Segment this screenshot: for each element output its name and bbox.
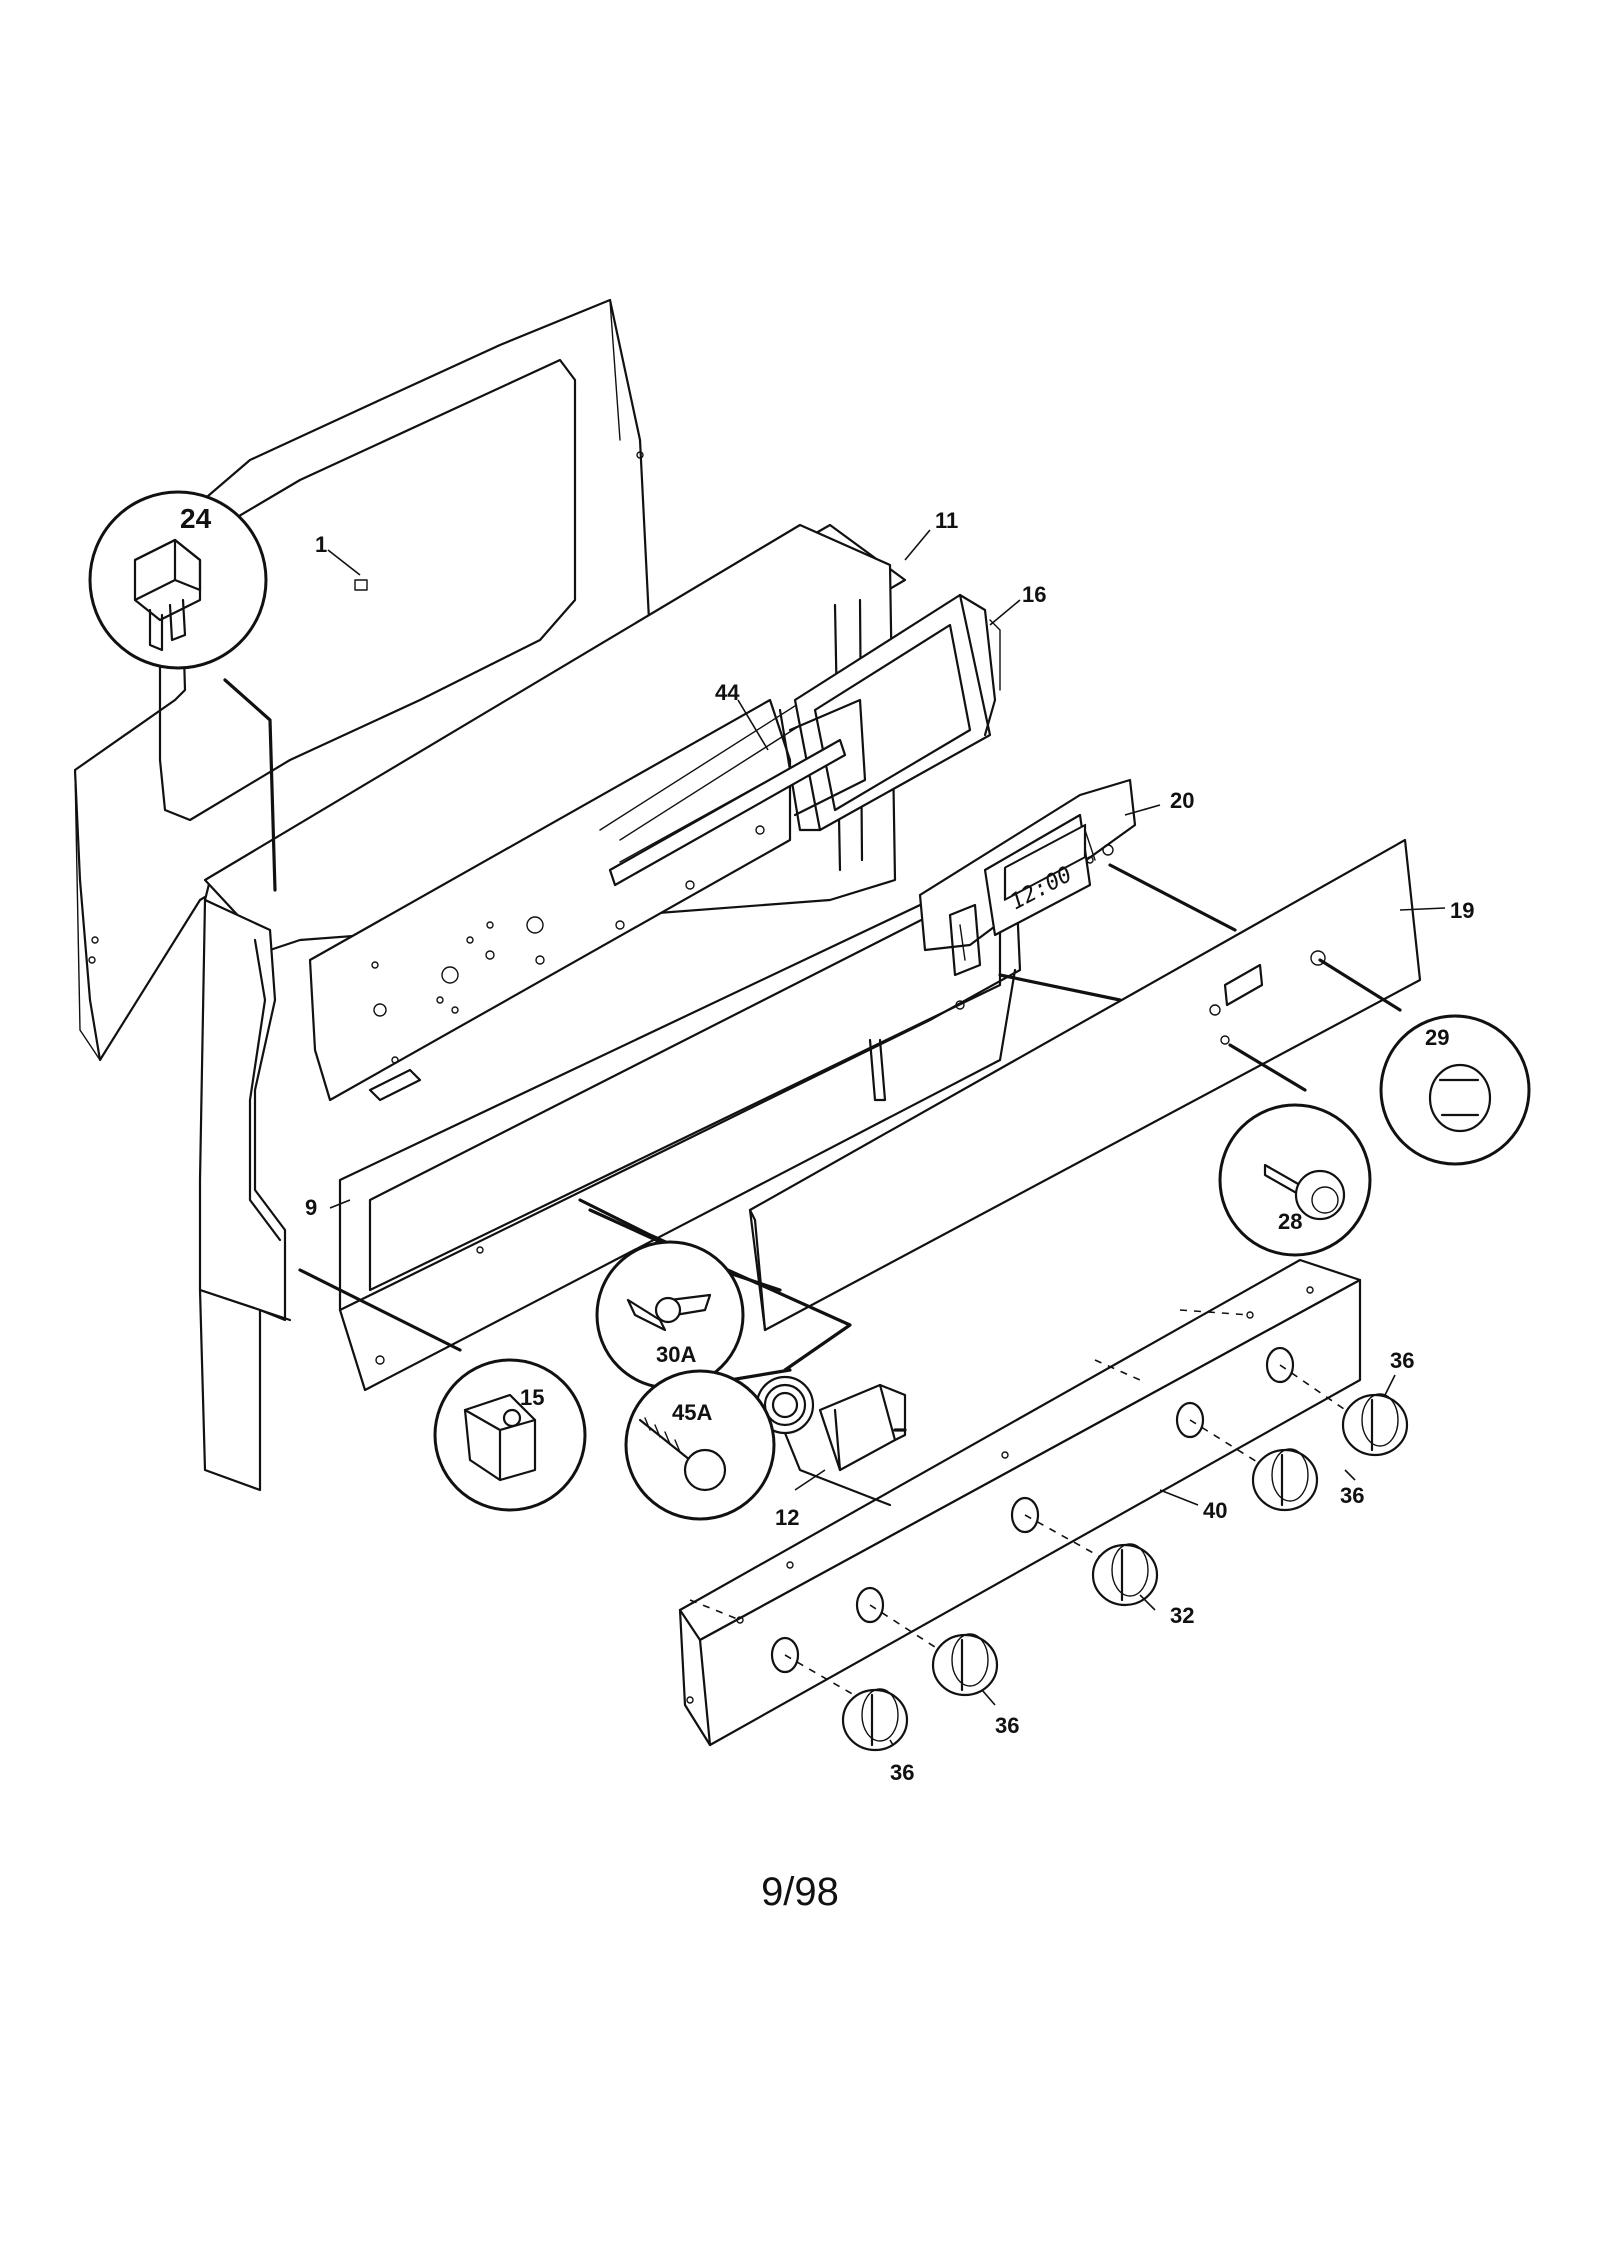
- callout-part-29: [1379, 1014, 1531, 1166]
- console-housing-part-11: [198, 523, 1022, 1492]
- label-part-20: 20: [1170, 788, 1194, 813]
- label-part-36-c: 36: [1340, 1483, 1364, 1508]
- leader-lines: [327, 529, 1446, 1746]
- footer-date: 9/98: [761, 1870, 839, 1914]
- part-labels: 1 24 11 16 44 20 19 29 28 9 30A 15 45A 1…: [180, 503, 1474, 1785]
- label-part-11: 11: [935, 508, 958, 533]
- label-part-30A: 30A: [656, 1342, 696, 1367]
- label-part-9: 9: [305, 1195, 317, 1220]
- callout-part-24: [88, 490, 268, 670]
- label-part-36-a: 36: [890, 1760, 914, 1785]
- label-part-16: 16: [1022, 582, 1046, 607]
- label-part-29: 29: [1425, 1025, 1449, 1050]
- label-part-28: 28: [1278, 1209, 1302, 1234]
- label-part-32: 32: [1170, 1603, 1194, 1628]
- callout-part-30A: [595, 1240, 745, 1390]
- callout-part-45A: [624, 1369, 776, 1521]
- label-part-40: 40: [1203, 1498, 1227, 1523]
- thermostat-part-12: [755, 1375, 907, 1507]
- knob-part-36-b: [931, 1633, 999, 1697]
- callout-part-28: [1218, 1103, 1372, 1257]
- label-part-36-b: 36: [995, 1713, 1019, 1738]
- label-part-45A: 45A: [672, 1400, 712, 1425]
- knob-part-36-a: [841, 1688, 909, 1752]
- knob-panel-part-40: [678, 1258, 1362, 1747]
- label-part-36-d: 36: [1390, 1348, 1414, 1373]
- callout-part-15: [433, 1358, 587, 1512]
- overlay-panel-part-19: [748, 838, 1422, 1332]
- label-part-19: 19: [1450, 898, 1474, 923]
- clock-control-part-20: 12:00: [918, 778, 1137, 977]
- label-part-44: 44: [715, 680, 740, 705]
- trim-strip-part-44: [608, 738, 847, 887]
- label-part-24: 24: [180, 503, 212, 534]
- knob-part-36-d: [1341, 1393, 1409, 1457]
- label-part-1: 1: [315, 532, 327, 557]
- connection-lines: [223, 678, 1402, 1382]
- label-part-15: 15: [520, 1385, 544, 1410]
- label-part-12: 12: [775, 1505, 799, 1530]
- knob-part-36-c: [1251, 1448, 1319, 1512]
- knob-part-32: [1091, 1543, 1159, 1607]
- trim-frame-part-16: [778, 593, 1001, 832]
